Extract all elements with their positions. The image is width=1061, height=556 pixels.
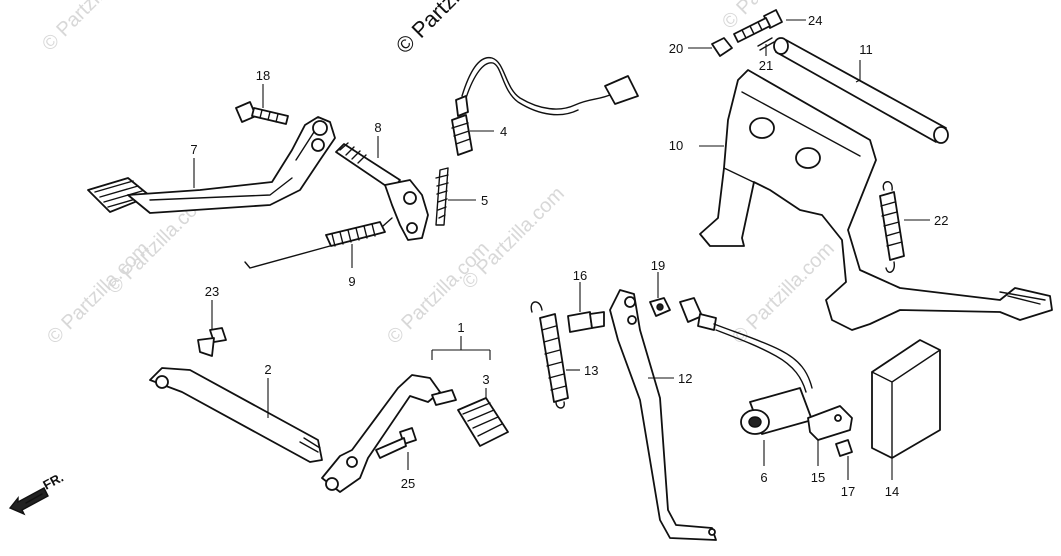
front-direction-marker: FR. — [8, 470, 66, 516]
brake-pedal — [87, 116, 336, 214]
sidestand-spring — [530, 301, 569, 409]
sidestand-nut — [649, 297, 671, 317]
callout-21: 21 — [759, 58, 773, 73]
callout-12: 12 — [678, 371, 692, 386]
watermark-4: © Partzilla.com — [383, 238, 494, 349]
switch-spring — [435, 167, 449, 226]
callout-9: 9 — [348, 274, 355, 289]
callout-17: 17 — [841, 484, 855, 499]
return-spring — [244, 217, 393, 269]
watermark-top: © Partzi — [391, 0, 464, 59]
callout-20: 20 — [669, 41, 683, 56]
rod-bolt — [197, 327, 227, 357]
sidestand-pivot-bolt — [567, 311, 605, 333]
cotter-pin — [757, 37, 775, 51]
shift-pedal — [321, 374, 457, 493]
callout-6: 6 — [760, 470, 767, 485]
pedal-rubber — [457, 397, 509, 447]
callout-25: 25 — [401, 476, 415, 491]
stand-box — [871, 339, 941, 459]
brake-switch — [451, 57, 639, 156]
callout-18: 18 — [256, 68, 270, 83]
callout-22: 22 — [934, 213, 948, 228]
pedal-bolt-25 — [375, 427, 417, 459]
watermark-7: © Partzilla.com — [458, 183, 569, 294]
callout-10: 10 — [669, 138, 683, 153]
pedal-bolt — [235, 101, 289, 125]
callout-13: 13 — [584, 363, 598, 378]
watermark-5: © Partzilla.com — [728, 238, 839, 349]
switch-bracket — [807, 405, 853, 441]
main-stand-shaft — [773, 37, 949, 144]
watermark-1: © Partzilla.com — [38, 0, 149, 56]
leader-lines — [193, 19, 930, 480]
callout-2: 2 — [264, 362, 271, 377]
callout-24: 24 — [808, 13, 822, 28]
callout-19: 19 — [651, 258, 665, 273]
callout-5: 5 — [481, 193, 488, 208]
callout-23: 23 — [205, 284, 219, 299]
brake-rod — [149, 367, 323, 463]
shaft-bolt — [733, 9, 783, 43]
callout-16: 16 — [573, 268, 587, 283]
bracket-screw — [835, 439, 853, 457]
main-stand — [699, 69, 1053, 331]
callouts: 18 8 7 9 4 5 10 11 20 21 24 22 23 2 1 3 … — [190, 13, 948, 499]
main-stand-spring — [879, 181, 905, 273]
callout-15: 15 — [811, 470, 825, 485]
callout-1: 1 — [457, 320, 464, 335]
callout-8: 8 — [374, 120, 381, 135]
shaft-nut — [711, 37, 733, 57]
side-stand — [609, 289, 717, 541]
callout-3: 3 — [482, 372, 489, 387]
callout-4: 4 — [500, 124, 507, 139]
pivot-shaft — [335, 142, 429, 241]
callout-7: 7 — [190, 142, 197, 157]
callout-14: 14 — [885, 484, 899, 499]
callout-11: 11 — [859, 42, 873, 57]
